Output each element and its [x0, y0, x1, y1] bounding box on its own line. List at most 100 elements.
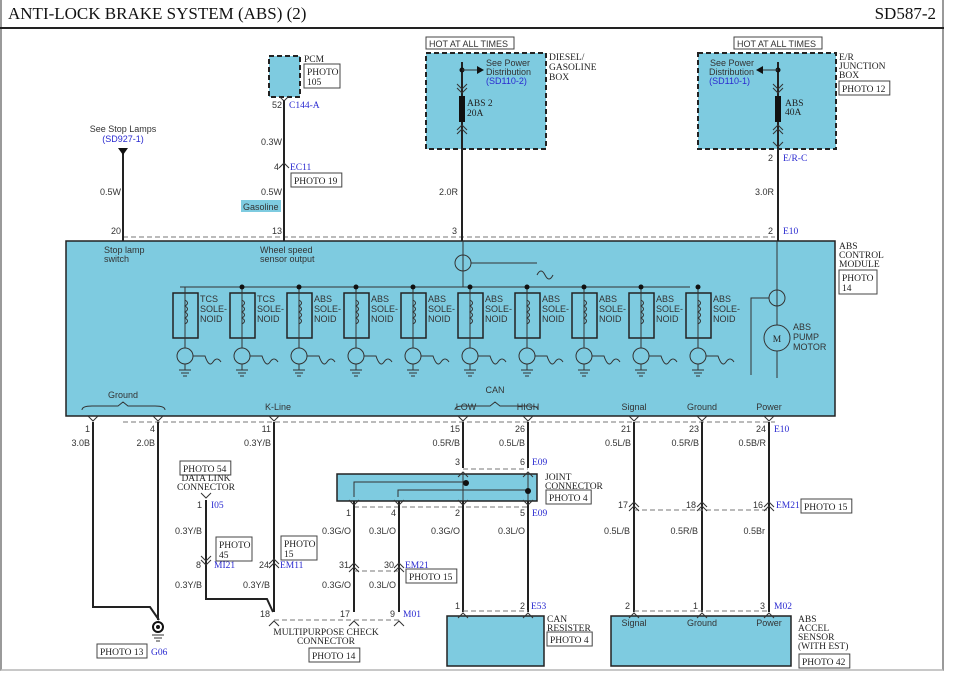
connector-id[interactable]: EM11: [280, 561, 304, 571]
connector-id[interactable]: E10: [783, 227, 799, 237]
multipurpose-photo-box[interactable]: [308, 647, 361, 663]
solenoid[interactable]: [286, 284, 336, 377]
data-link-photo-box[interactable]: [179, 460, 232, 476]
pcm-box[interactable]: [268, 55, 301, 98]
pin-number: 3: [455, 457, 460, 467]
connector-id[interactable]: E53: [531, 602, 547, 612]
connector-id[interactable]: EM21: [405, 561, 429, 571]
signal-label: Signal: [621, 402, 646, 412]
er-box-photo-box[interactable]: [838, 80, 891, 96]
data-link-photo[interactable]: PHOTO 54: [183, 465, 227, 475]
mi21-photo-box[interactable]: [215, 536, 253, 562]
solenoid[interactable]: [172, 287, 222, 377]
connector-id[interactable]: M02: [774, 602, 792, 612]
splice-dot-icon: [467, 284, 473, 290]
can-resister-name: RESISTER: [547, 624, 591, 634]
stop-lamps-ref[interactable]: (SD927-1): [102, 134, 144, 144]
multipurpose-photo[interactable]: PHOTO 14: [312, 652, 356, 662]
joint-connector-name: JOINT: [545, 473, 572, 483]
connector-id[interactable]: E/R-C: [783, 154, 807, 164]
connector-id[interactable]: E10: [774, 425, 790, 435]
solenoid[interactable]: [685, 284, 735, 377]
abs-accel-sensor[interactable]: [610, 615, 792, 667]
wire-color-label: 0.5L/B: [605, 438, 631, 448]
pcm-photo[interactable]: PHOTO: [307, 68, 339, 78]
power-distribution-ref[interactable]: (SD110-2): [486, 76, 527, 86]
accel-sensor-photo-box[interactable]: [798, 653, 851, 669]
can-resister-photo-box[interactable]: [546, 631, 593, 647]
coil-icon: [241, 299, 245, 325]
solenoid[interactable]: [571, 284, 621, 377]
mi21-photo[interactable]: 45: [219, 551, 229, 561]
connector-id[interactable]: MI21: [214, 561, 235, 571]
ground-icon: [236, 364, 248, 377]
pin-number: 4: [391, 508, 396, 518]
data-link-name: CONNECTOR: [177, 483, 236, 493]
ec11-photo-box[interactable]: [290, 172, 343, 188]
page-id: SD587-2: [874, 4, 936, 23]
pin-number: 1: [346, 508, 351, 518]
solenoid-label: NOID: [485, 314, 508, 324]
connector-down-icon: [628, 415, 640, 422]
em21-photo[interactable]: PHOTO 15: [409, 573, 453, 583]
em11-photo[interactable]: 15: [284, 550, 294, 560]
joint-photo-box[interactable]: [545, 489, 592, 505]
power-distribution-ref[interactable]: (SD110-1): [709, 76, 750, 86]
solenoid[interactable]: [343, 284, 393, 377]
ground-photo-box[interactable]: [96, 643, 148, 659]
joint-photo[interactable]: PHOTO 4: [549, 494, 588, 504]
solenoid-label: NOID: [314, 314, 337, 324]
accel-sensor-name: ACCEL: [798, 624, 829, 634]
connector-id[interactable]: E09: [532, 458, 548, 468]
connector-up-icon: [348, 562, 360, 569]
pin-number: 2: [768, 226, 773, 236]
solenoid[interactable]: [514, 284, 564, 377]
wire-color-label: 0.3Y/B: [243, 580, 270, 590]
solenoid-label: ABS: [542, 294, 560, 304]
splice-dot-icon: [410, 284, 416, 290]
mi21-photo[interactable]: PHOTO: [219, 541, 251, 551]
solenoid-label: ABS: [599, 294, 617, 304]
connector-id[interactable]: EM21: [776, 501, 800, 511]
solenoid[interactable]: [628, 284, 678, 377]
abs-module-photo-box[interactable]: [838, 269, 878, 295]
pcm-photo[interactable]: 105: [307, 78, 322, 88]
connector-id[interactable]: M01: [403, 610, 421, 620]
connector-id[interactable]: EC11: [290, 163, 312, 173]
accel-sensor-photo[interactable]: PHOTO 42: [802, 658, 846, 668]
ground-photo[interactable]: PHOTO 13: [100, 648, 144, 658]
fuse-label: ABS: [785, 99, 803, 109]
pin-number: 24: [756, 424, 766, 434]
joint-connector[interactable]: [336, 473, 538, 502]
solenoid[interactable]: [400, 284, 450, 377]
solenoid[interactable]: [229, 284, 279, 377]
connector-id[interactable]: I05: [211, 501, 224, 511]
em21-photo-box[interactable]: [405, 568, 458, 584]
connector-id[interactable]: G06: [151, 648, 168, 658]
solenoid[interactable]: [457, 284, 507, 377]
can-resister[interactable]: [446, 615, 545, 667]
pcm-photo-box[interactable]: [303, 63, 341, 89]
connector-id[interactable]: C144-A: [289, 101, 320, 111]
er-box-photo[interactable]: PHOTO 12: [842, 85, 886, 95]
abs-module-photo[interactable]: 14: [842, 284, 852, 294]
em21-accel-photo[interactable]: PHOTO 15: [804, 503, 848, 513]
er-junction-box[interactable]: [697, 52, 837, 150]
connector-down-icon: [87, 415, 99, 422]
em11-photo[interactable]: PHOTO: [284, 540, 316, 550]
connector-up-icon: [268, 620, 280, 627]
signal-waveform: [649, 355, 678, 365]
can-resister-photo[interactable]: PHOTO 4: [550, 636, 589, 646]
pin-number: 4: [274, 162, 279, 172]
connector-id[interactable]: E09: [532, 509, 548, 519]
diesel-gasoline-box[interactable]: [425, 52, 547, 150]
em21-accel-photo-box[interactable]: [800, 498, 853, 514]
em11-photo-box[interactable]: [280, 535, 318, 561]
abs-module-photo[interactable]: PHOTO: [842, 274, 874, 284]
abs-control-module[interactable]: [65, 240, 836, 417]
connector-up-icon: [348, 620, 360, 627]
solenoid-label: SOLE-: [371, 304, 398, 314]
accel-pin-label: Ground: [687, 618, 717, 628]
pin-number: 16: [753, 500, 763, 510]
ec11-photo[interactable]: PHOTO 19: [294, 177, 338, 187]
